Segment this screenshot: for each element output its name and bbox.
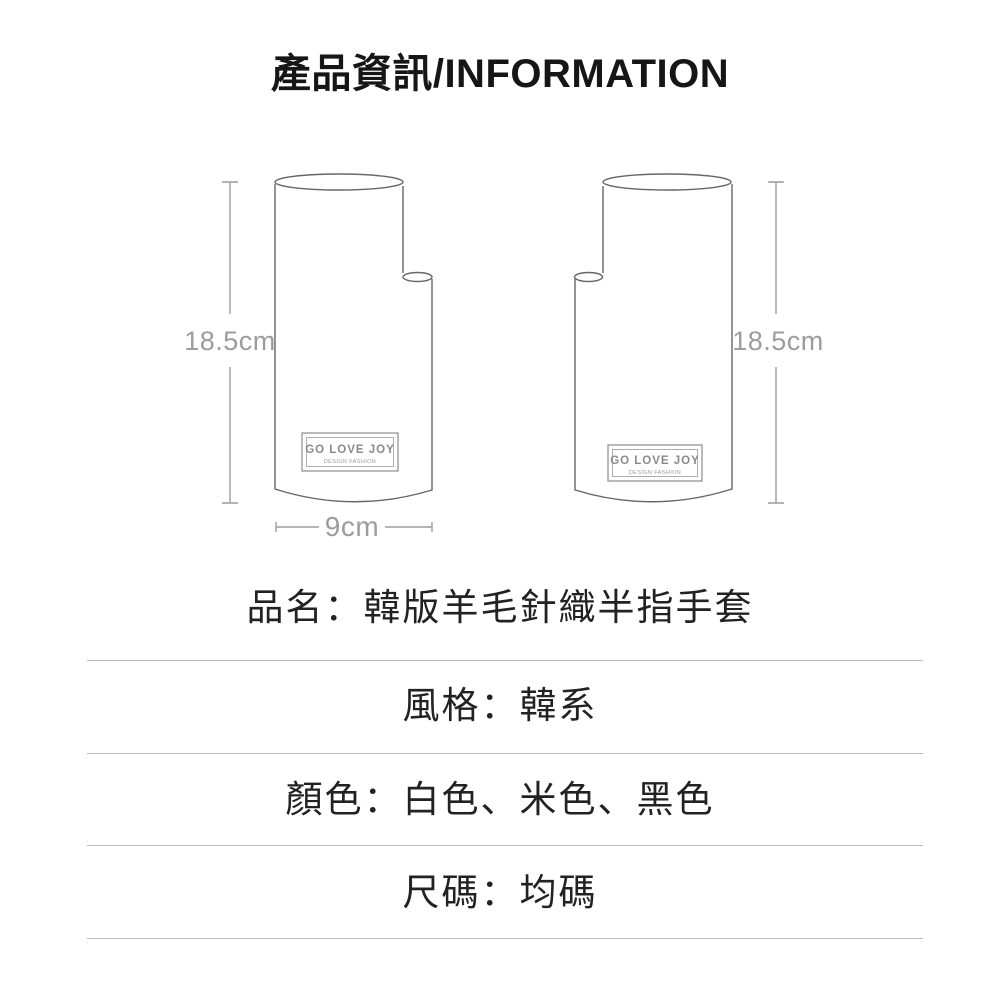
right-glove-thumb-opening [573,271,604,283]
right-glove-body-outline [574,184,733,503]
glove-tag-brand-text: GO LOVE JOY [305,444,395,456]
divider [87,845,923,846]
width-dimension-label: 9cm [325,511,379,542]
left-height-dimension-label: 18.5cm [184,326,276,356]
right-height-dimension: 18.5cm [732,181,824,504]
glove-tag-brand-text: GO LOVE JOY [610,455,700,467]
spec-row-size: 尺碼：均碼 [402,872,598,913]
divider [87,660,923,661]
left-height-dimension-line [222,181,238,504]
right-height-dimension-line [768,181,784,504]
left-glove-top-opening [274,173,404,191]
left-height-dimension: 18.5cm [184,181,276,504]
glove-tag-sub-text: DESIGN FASHION [629,470,681,476]
right-glove-tag-inner-border [612,449,698,477]
right-glove-tag [607,444,703,482]
spec-row-style: 風格：韓系 [402,685,598,726]
left-glove-thumb-opening [402,271,433,283]
left-glove-drawing: GO LOVE JOY DESIGN FASHION [274,173,433,503]
right-glove-drawing: GO LOVE JOY DESIGN FASHION [573,173,733,503]
divider [87,753,923,754]
spec-row-product-name: 品名：韓版羊毛針織半指手套 [246,587,754,628]
left-glove-tag-inner-border [306,437,394,467]
page-title: 產品資訊/INFORMATION [270,52,730,96]
size-diagram: GO LOVE JOY DESIGN FASHION 18.5cm 9cm GO… [184,173,824,542]
right-glove-top-opening [602,173,732,191]
right-height-dimension-label: 18.5cm [732,326,824,356]
divider [87,938,923,939]
width-dimension-line [275,522,433,532]
glove-tag-sub-text: DESIGN FASHION [324,459,376,465]
spec-row-color: 顏色：白色、米色、黑色 [285,779,715,820]
left-glove-tag [301,432,399,472]
width-dimension: 9cm [275,511,433,542]
left-glove-body-outline [274,184,433,503]
